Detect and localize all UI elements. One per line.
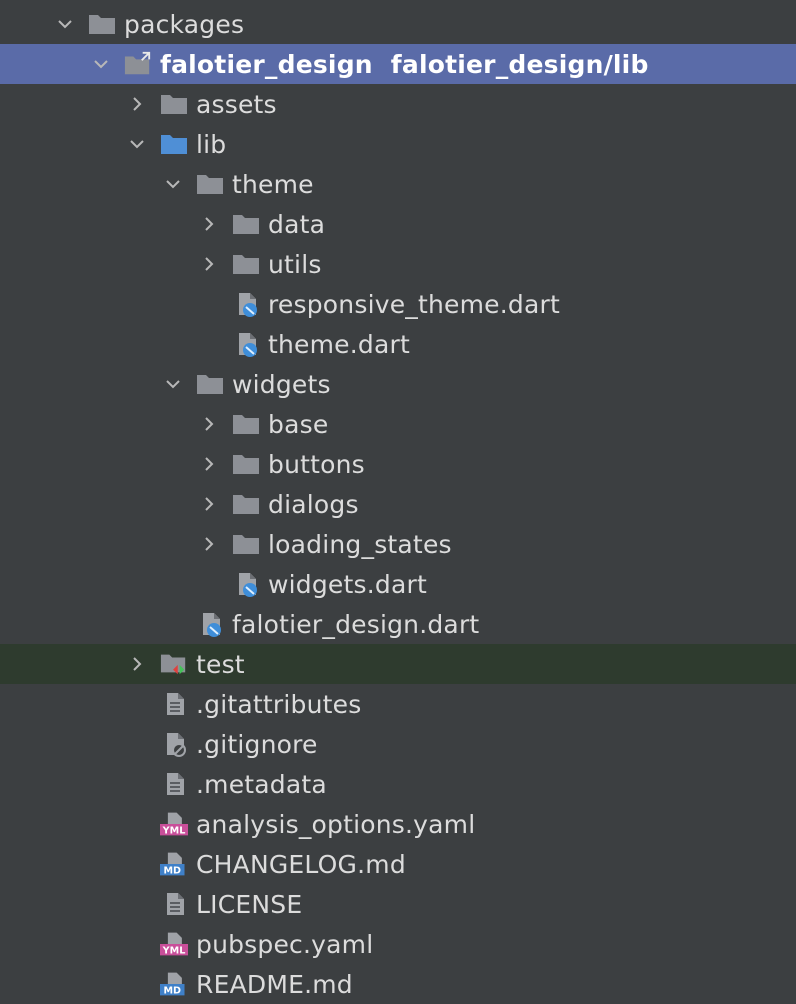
yaml-file-icon: YML: [160, 930, 188, 958]
module-path-label: falotier_design/lib: [390, 49, 649, 79]
tree-node-label: responsive_theme.dart: [268, 289, 560, 319]
dart-file-icon: [196, 610, 224, 638]
tree-node-label: .gitignore: [196, 729, 318, 759]
tree-node-label: buttons: [268, 449, 365, 479]
tree-node-label: lib: [196, 129, 227, 159]
text-file-icon: [160, 690, 188, 718]
folder-icon: [232, 210, 260, 238]
svg-text:YML: YML: [162, 946, 186, 957]
module-folder-icon: [124, 50, 152, 78]
tree-node-label: data: [268, 209, 326, 239]
tree-node-label: assets: [196, 89, 277, 119]
tree-node-analysis-options-yaml[interactable]: YML analysis_options.yaml: [0, 804, 796, 844]
chevron-right-icon[interactable]: [198, 253, 220, 275]
chevron-right-icon[interactable]: [198, 413, 220, 435]
chevron-down-icon[interactable]: [162, 373, 184, 395]
dart-file-icon: [232, 570, 260, 598]
tree-node-label: utils: [268, 249, 322, 279]
dart-file-icon: [232, 330, 260, 358]
svg-text:MD: MD: [163, 866, 181, 877]
text-file-icon: [160, 770, 188, 798]
folder-icon: [232, 410, 260, 438]
tree-node-metadata[interactable]: .metadata: [0, 764, 796, 804]
tree-node-utils[interactable]: utils: [0, 244, 796, 284]
folder-icon: [232, 490, 260, 518]
source-folder-icon: [160, 130, 188, 158]
tree-node-label: widgets.dart: [268, 569, 427, 599]
tree-node-label: .metadata: [196, 769, 327, 799]
tree-node-gitignore[interactable]: .gitignore: [0, 724, 796, 764]
tree-node-packages[interactable]: packages: [0, 4, 796, 44]
tree-node-label: README.md: [196, 969, 353, 999]
tree-node-base[interactable]: base: [0, 404, 796, 444]
chevron-right-icon[interactable]: [198, 213, 220, 235]
yaml-file-icon: YML: [160, 810, 188, 838]
dart-file-icon: [232, 290, 260, 318]
folder-icon: [196, 170, 224, 198]
folder-icon: [232, 250, 260, 278]
svg-text:MD: MD: [163, 986, 181, 997]
folder-icon: [232, 530, 260, 558]
tree-node-label: LICENSE: [196, 889, 303, 919]
folder-icon: [196, 370, 224, 398]
tree-node-label: pubspec.yaml: [196, 929, 374, 959]
tree-node-widgets-dart[interactable]: widgets.dart: [0, 564, 796, 604]
chevron-right-icon[interactable]: [126, 653, 148, 675]
chevron-right-icon[interactable]: [198, 493, 220, 515]
tree-node-label: theme: [232, 169, 314, 199]
svg-text:YML: YML: [162, 826, 186, 837]
folder-icon: [88, 10, 116, 38]
tree-node-readme-md[interactable]: MD README.md: [0, 964, 796, 1004]
tree-node-lib[interactable]: lib: [0, 124, 796, 164]
chevron-right-icon[interactable]: [198, 533, 220, 555]
tree-node-pubspec-yaml[interactable]: YML pubspec.yaml: [0, 924, 796, 964]
tree-node-label: loading_states: [268, 529, 452, 559]
text-file-icon: [160, 890, 188, 918]
tree-node-label: falotier_design.dart: [232, 609, 480, 639]
chevron-right-icon[interactable]: [126, 93, 148, 115]
tree-node-buttons[interactable]: buttons: [0, 444, 796, 484]
chevron-down-icon[interactable]: [54, 13, 76, 35]
tree-node-label: CHANGELOG.md: [196, 849, 406, 879]
tree-node-test[interactable]: test: [0, 644, 796, 684]
chevron-down-icon[interactable]: [90, 53, 112, 75]
tree-node-license[interactable]: LICENSE: [0, 884, 796, 924]
tree-node-changelog-md[interactable]: MD CHANGELOG.md: [0, 844, 796, 884]
tree-node-theme-dart[interactable]: theme.dart: [0, 324, 796, 364]
tree-node-falotier-design-dart[interactable]: falotier_design.dart: [0, 604, 796, 644]
tree-node-dialogs[interactable]: dialogs: [0, 484, 796, 524]
tree-node-assets[interactable]: assets: [0, 84, 796, 124]
tree-node-label: dialogs: [268, 489, 359, 519]
tree-node-theme[interactable]: theme: [0, 164, 796, 204]
chevron-down-icon[interactable]: [162, 173, 184, 195]
tree-node-label: base: [268, 409, 329, 439]
tree-node-label: packages: [124, 9, 245, 39]
tree-node-label: theme.dart: [268, 329, 410, 359]
tree-node-loading-states[interactable]: loading_states: [0, 524, 796, 564]
folder-icon: [232, 450, 260, 478]
tree-node-label: .gitattributes: [196, 689, 362, 719]
tree-node-label: widgets: [232, 369, 331, 399]
tree-node-widgets[interactable]: widgets: [0, 364, 796, 404]
markdown-file-icon: MD: [160, 970, 188, 998]
tree-node-label: analysis_options.yaml: [196, 809, 476, 839]
tree-node-responsive-theme-dart[interactable]: responsive_theme.dart: [0, 284, 796, 324]
tree-node-label: test: [196, 649, 245, 679]
markdown-file-icon: MD: [160, 850, 188, 878]
test-folder-icon: [160, 650, 188, 678]
folder-icon: [160, 90, 188, 118]
gitignore-file-icon: [160, 730, 188, 758]
tree-node-gitattributes[interactable]: .gitattributes: [0, 684, 796, 724]
tree-node-data[interactable]: data: [0, 204, 796, 244]
chevron-down-icon[interactable]: [126, 133, 148, 155]
chevron-right-icon[interactable]: [198, 453, 220, 475]
